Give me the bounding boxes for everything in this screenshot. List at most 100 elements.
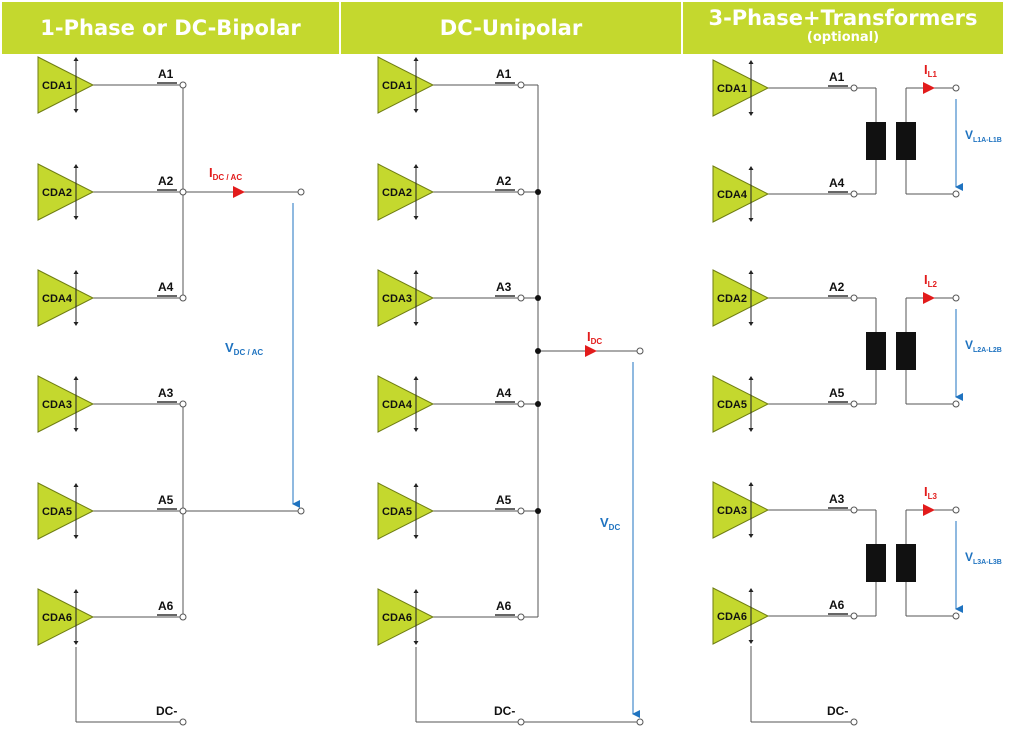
- supply-arrowhead: [413, 641, 419, 645]
- header-title-3-phase: 3-Phase+Transformers: [708, 6, 978, 30]
- supply-arrowhead: [413, 109, 419, 113]
- return-label: DC-: [827, 704, 848, 718]
- amplifier-triangle: [377, 375, 435, 433]
- voltage-label-phase: VL3A-L3B: [965, 550, 1002, 566]
- amplifier-cda3: CDA3: [37, 375, 95, 433]
- terminal: [179, 400, 187, 408]
- output-label: A6: [158, 599, 174, 613]
- terminal: [850, 506, 858, 514]
- supply-arrowhead: [748, 166, 754, 170]
- current-label-phase: IL2: [924, 272, 938, 289]
- amplifier-triangle: [377, 56, 435, 114]
- amplifier-cda2: CDA2: [377, 163, 435, 221]
- supply-arrowhead: [748, 482, 754, 486]
- output-label: A2: [158, 174, 174, 188]
- supply-arrowhead: [73, 428, 79, 432]
- supply-arrowhead: [748, 534, 754, 538]
- nodes: [179, 81, 960, 726]
- terminal: [850, 400, 858, 408]
- amplifier-label: CDA3: [717, 505, 747, 517]
- amplifier-label: CDA1: [382, 80, 412, 92]
- header-title-dc-unipolar: DC-Unipolar: [439, 16, 583, 40]
- amplifier-cda2: CDA2: [37, 163, 95, 221]
- amplifier-triangle: [37, 163, 95, 221]
- terminal: [517, 294, 525, 302]
- output-terminal-bottom: [297, 507, 305, 515]
- terminal: [517, 613, 525, 621]
- header-3-phase: 3-Phase+Transformers (optional): [683, 2, 1003, 54]
- supply-arrowhead: [413, 535, 419, 539]
- supply-arrowhead: [413, 164, 419, 168]
- supply-arrowhead: [413, 428, 419, 432]
- supply-arrowhead: [748, 218, 754, 222]
- wires: [75, 82, 963, 723]
- voltage-label-col1: VDC / AC: [225, 340, 263, 357]
- amplifier-triangle: [712, 587, 770, 645]
- supply-arrowhead: [748, 270, 754, 274]
- amplifier-label: CDA6: [382, 612, 412, 624]
- amplifier-cda6: CDA6: [37, 588, 95, 646]
- output-terminal: [636, 347, 644, 355]
- supply-arrowhead: [748, 322, 754, 326]
- junction-dot: [535, 508, 541, 514]
- junction-dot: [535, 189, 541, 195]
- amplifier-label: CDA3: [42, 399, 72, 411]
- supply-arrowhead: [413, 322, 419, 326]
- amplifier-triangle: [377, 482, 435, 540]
- amplifier-label: CDA5: [717, 399, 747, 411]
- terminal: [850, 84, 858, 92]
- amplifier-cda4: CDA4: [377, 375, 435, 433]
- terminal: [517, 507, 525, 515]
- transformer-secondary: [896, 332, 916, 370]
- amplifier-cda3: CDA3: [712, 481, 770, 539]
- amplifier-cda5: CDA5: [712, 375, 770, 433]
- terminal: [952, 190, 960, 198]
- amplifier-triangle: [712, 481, 770, 539]
- terminal: [517, 81, 525, 89]
- amplifier-cda5: CDA5: [37, 482, 95, 540]
- supply-arrowhead: [73, 57, 79, 61]
- amplifier-cda5: CDA5: [377, 482, 435, 540]
- amplifier-cda1: CDA1: [712, 59, 770, 117]
- amplifier-triangle: [712, 269, 770, 327]
- terminal: [850, 190, 858, 198]
- output-label: A6: [496, 599, 512, 613]
- terminal: [952, 400, 960, 408]
- voltage-label-phase: VL1A-L1B: [965, 128, 1002, 144]
- supply-arrowhead: [748, 376, 754, 380]
- amplifier-triangle: [377, 269, 435, 327]
- return-terminal: [850, 718, 858, 726]
- transformer-primary: [866, 122, 886, 160]
- amplifier-cda4: CDA4: [712, 165, 770, 223]
- junction-dot: [535, 401, 541, 407]
- supply-arrowhead: [73, 589, 79, 593]
- supply-arrowhead: [73, 322, 79, 326]
- amplifier-triangle: [37, 269, 95, 327]
- amplifier-cda1: CDA1: [377, 56, 435, 114]
- header-title-1-phase: 1-Phase or DC-Bipolar: [40, 16, 301, 40]
- transformer-secondary: [896, 544, 916, 582]
- current-label-phase: IL3: [924, 484, 938, 501]
- amplifier-cda4: CDA4: [37, 269, 95, 327]
- amplifier-triangle: [712, 165, 770, 223]
- current-arrow-col1: [233, 186, 245, 198]
- supply-arrowhead: [413, 589, 419, 593]
- supply-arrowhead: [413, 57, 419, 61]
- amplifier-cda3: CDA3: [377, 269, 435, 327]
- transformer-secondary: [896, 122, 916, 160]
- header-dc-unipolar: DC-Unipolar: [341, 2, 681, 54]
- amplifier-triangle: [37, 375, 95, 433]
- amplifier-label: CDA6: [717, 611, 747, 623]
- terminal: [850, 612, 858, 620]
- amplifier-triangle: [712, 59, 770, 117]
- terminal: [517, 400, 525, 408]
- terminal: [179, 613, 187, 621]
- terminal: [952, 506, 960, 514]
- output-label: A1: [829, 70, 845, 84]
- supply-arrowhead: [73, 270, 79, 274]
- amplifier-triangle: [37, 588, 95, 646]
- amplifier-triangle: [37, 56, 95, 114]
- current-label-col2: IDC: [587, 329, 602, 346]
- amplifier-label: CDA1: [42, 80, 72, 92]
- current-arrow-phase: [923, 292, 935, 304]
